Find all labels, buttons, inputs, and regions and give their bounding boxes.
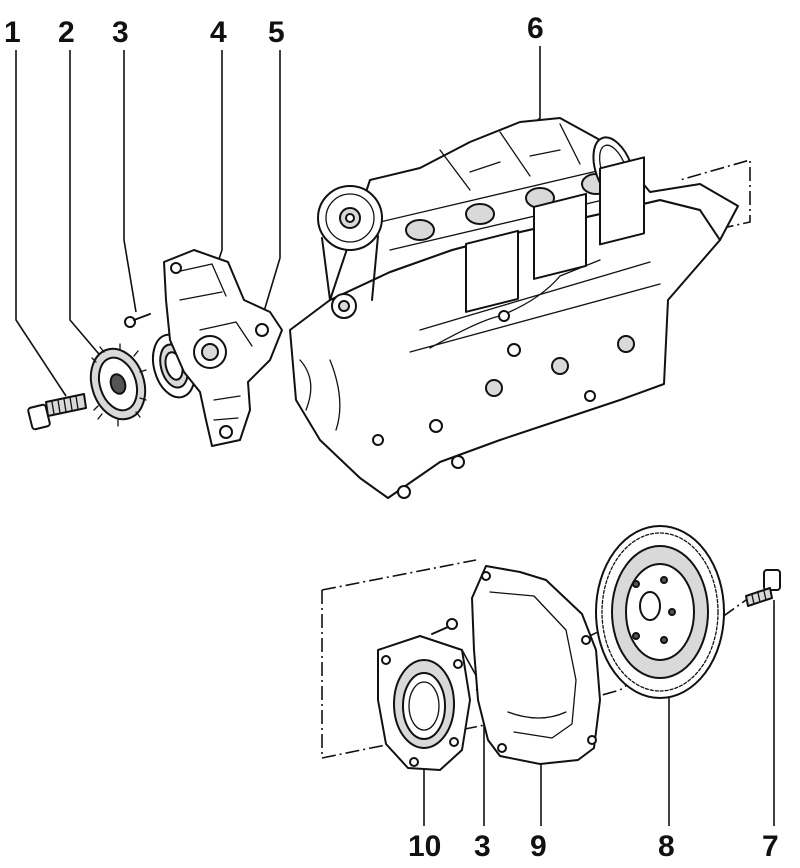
leader-2 [69,50,105,361]
leader-3-top [123,50,137,313]
part-1-bolt [27,393,87,431]
callout-3-bottom: 3 [474,830,491,863]
callout-10: 10 [408,830,441,863]
callout-1: 1 [4,16,21,49]
part-7-flywheel-bolt [745,569,781,607]
callout-5: 5 [268,16,285,49]
leader-6 [525,46,541,133]
part-8-flywheel [595,525,725,699]
part-2-sprocket [89,343,147,427]
part-10-rear-seal-housing [377,635,471,771]
part-3-screw-top [124,313,151,328]
part-3-screw-bottom [431,618,458,635]
callout-3-top: 3 [112,16,129,49]
callout-7: 7 [762,830,779,863]
leader-lines [15,46,775,826]
callout-9: 9 [530,830,547,863]
part-6-engine-block [289,117,739,499]
flywheel-top-line [321,559,477,591]
flywheel-axis-frame [321,589,761,759]
callout-6: 6 [527,12,544,45]
callout-8: 8 [658,830,675,863]
callout-labels: 1 2 3 4 5 6 10 3 9 8 7 [4,12,779,863]
leader-1 [15,50,67,397]
part-5-oil-pump [163,249,283,447]
callout-2: 2 [58,16,75,49]
part-9-intermediate-plate [471,565,601,765]
leader-5 [261,50,281,319]
callout-4: 4 [210,16,227,49]
